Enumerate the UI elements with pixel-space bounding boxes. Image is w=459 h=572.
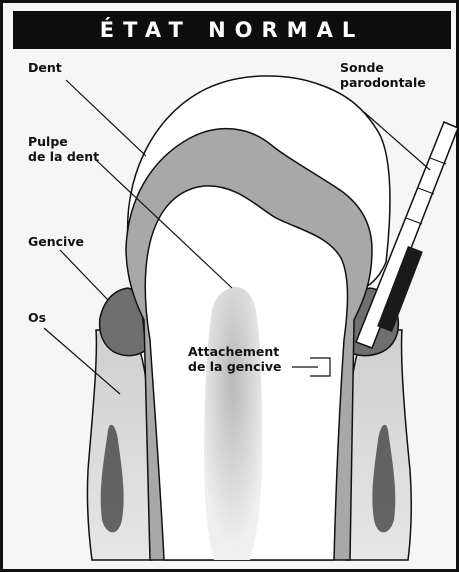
label-pulpe-line1: Pulpe: [28, 134, 99, 149]
label-sonde-line1: Sonde: [340, 60, 426, 75]
label-os: Os: [28, 310, 46, 325]
probe-mark: 2: [366, 324, 373, 335]
probe-mark: 4: [380, 286, 387, 297]
label-gencive: Gencive: [28, 234, 84, 249]
probe-mark: 3: [373, 305, 380, 316]
label-attachement: Attachement de la gencive: [188, 344, 282, 374]
label-attachement-line2: de la gencive: [188, 359, 282, 374]
label-sonde-line2: parodontale: [340, 75, 426, 90]
label-attachement-line1: Attachement: [188, 344, 282, 359]
tooth-pulp: [204, 287, 262, 560]
label-sonde: Sonde parodontale: [340, 60, 426, 90]
label-dent: Dent: [28, 60, 62, 75]
label-pulpe: Pulpe de la dent: [28, 134, 99, 164]
probe-mark: 5: [387, 267, 394, 278]
label-pulpe-line2: de la dent: [28, 149, 99, 164]
